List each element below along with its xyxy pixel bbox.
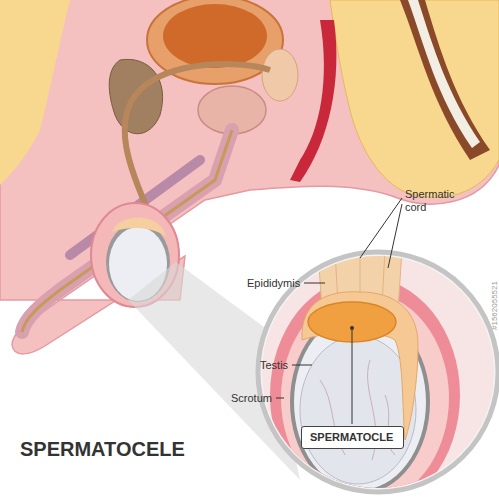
- rectum: [290, 20, 336, 182]
- fat-layer: [0, 0, 70, 185]
- scrotum-inner: [281, 292, 449, 500]
- epididymis-small: [112, 217, 166, 236]
- diagram-title: SPERMATOCELE: [20, 438, 185, 461]
- part-label: Scrotum: [231, 392, 272, 405]
- callout-box: SPERMATOCLE: [301, 426, 404, 449]
- callout-text: SPERMATOCLE: [310, 431, 395, 443]
- vertebrae: [408, 0, 480, 148]
- part-label: Epididymis: [247, 277, 300, 290]
- leader-line: [304, 283, 325, 284]
- leader-line: [352, 330, 353, 424]
- watermark: #1562055521: [490, 281, 499, 330]
- vas-deferens: [125, 64, 270, 215]
- leader-line: [276, 398, 284, 399]
- sacrum: [400, 0, 490, 160]
- scrotum-outer: [270, 277, 460, 500]
- testis: [300, 336, 416, 484]
- leader-lines: [276, 198, 402, 424]
- bladder: [163, 4, 267, 68]
- leader-line: [388, 204, 402, 268]
- part-label: Testis: [260, 359, 288, 372]
- seminal-vesicle: [262, 49, 298, 101]
- leader-line: [292, 365, 312, 366]
- buttock-fat: [330, 0, 499, 197]
- leader-line: [360, 198, 402, 258]
- epididymis: [302, 292, 418, 440]
- leader-dot: [350, 326, 354, 330]
- part-label: Spermatic cord: [405, 188, 457, 214]
